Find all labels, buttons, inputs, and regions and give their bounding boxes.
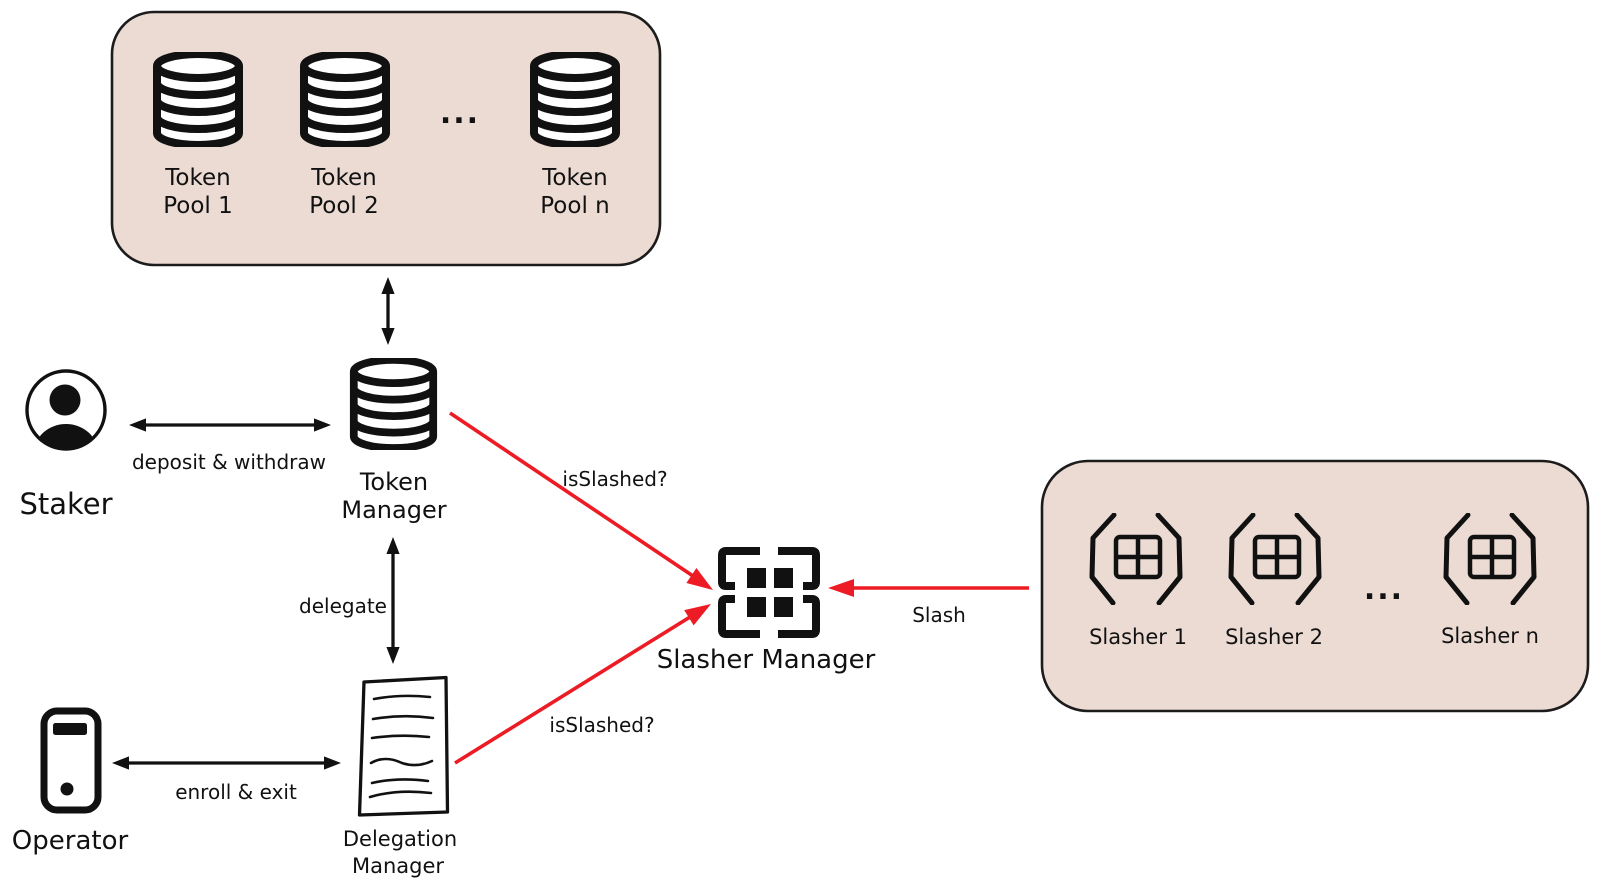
deposit-withdraw-arrow: deposit & withdraw bbox=[129, 418, 331, 474]
token-pools-box: ... Token Pool 1 Token Pool 2 Token Pool… bbox=[110, 10, 662, 267]
slasher-manager-node: Slasher Manager bbox=[657, 547, 876, 675]
token-manager-label: Token bbox=[359, 468, 428, 496]
delegation-manager-label: Manager bbox=[352, 854, 444, 878]
delegate-arrow: delegate bbox=[299, 537, 400, 664]
operator-node: Operator bbox=[12, 707, 129, 856]
staker-node: Staker bbox=[19, 369, 113, 521]
slasher-manager-icon-squares bbox=[747, 568, 793, 617]
database-icon bbox=[304, 54, 386, 145]
delegation-manager-node: Delegation Manager bbox=[343, 675, 457, 878]
database-icon bbox=[534, 54, 616, 145]
deposit-withdraw-label: deposit & withdraw bbox=[132, 450, 326, 474]
pool-1-label: Token bbox=[164, 165, 230, 191]
pool-n-label: Pool n bbox=[540, 193, 609, 219]
slashers-box-background bbox=[1040, 459, 1590, 713]
slasher-manager-label: Slasher Manager bbox=[657, 645, 876, 675]
slashers-ellipsis: ... bbox=[1364, 572, 1404, 607]
staker-label: Staker bbox=[19, 487, 112, 521]
database-icon bbox=[354, 360, 433, 448]
slasher-manager-icon bbox=[718, 547, 820, 638]
token-manager-node: Token Manager bbox=[341, 360, 447, 524]
operator-label: Operator bbox=[12, 826, 129, 856]
slashers-box: ... Slasher 1 Slasher 2 Slasher n bbox=[1040, 459, 1590, 713]
token-manager-label: Manager bbox=[341, 496, 446, 524]
pool-2-label: Pool 2 bbox=[309, 193, 379, 219]
enroll-exit-arrow: enroll & exit bbox=[112, 756, 341, 804]
enroll-exit-label: enroll & exit bbox=[175, 780, 297, 804]
person-icon bbox=[34, 424, 98, 448]
pool-2-label: Token bbox=[310, 165, 376, 191]
is-slashed-label: isSlashed? bbox=[562, 467, 667, 491]
pool-1-label: Pool 1 bbox=[163, 193, 233, 219]
is-slashed-token-arrow: isSlashed? bbox=[448, 411, 713, 590]
server-icon bbox=[40, 707, 102, 814]
slasher-n-label: Slasher n bbox=[1441, 624, 1539, 648]
pools-ellipsis: ... bbox=[440, 96, 480, 131]
slasher-2-label: Slasher 2 bbox=[1225, 625, 1323, 649]
slash-arrow: Slash bbox=[828, 579, 1029, 627]
delegate-label: delegate bbox=[299, 594, 387, 618]
person-icon bbox=[49, 384, 81, 416]
is-slashed-delegation-arrow: isSlashed? bbox=[454, 604, 711, 765]
slash-label: Slash bbox=[912, 603, 966, 627]
pools-token-manager-arrow bbox=[381, 277, 395, 345]
is-slashed-label: isSlashed? bbox=[549, 713, 654, 737]
pool-n-label: Token bbox=[541, 165, 607, 191]
slasher-1-label: Slasher 1 bbox=[1089, 625, 1187, 649]
database-icon bbox=[157, 54, 239, 145]
server-dot bbox=[60, 782, 74, 796]
document-icon bbox=[357, 675, 450, 817]
server-slot bbox=[53, 723, 87, 735]
document-lines bbox=[368, 694, 435, 799]
delegation-manager-label: Delegation bbox=[343, 827, 457, 851]
